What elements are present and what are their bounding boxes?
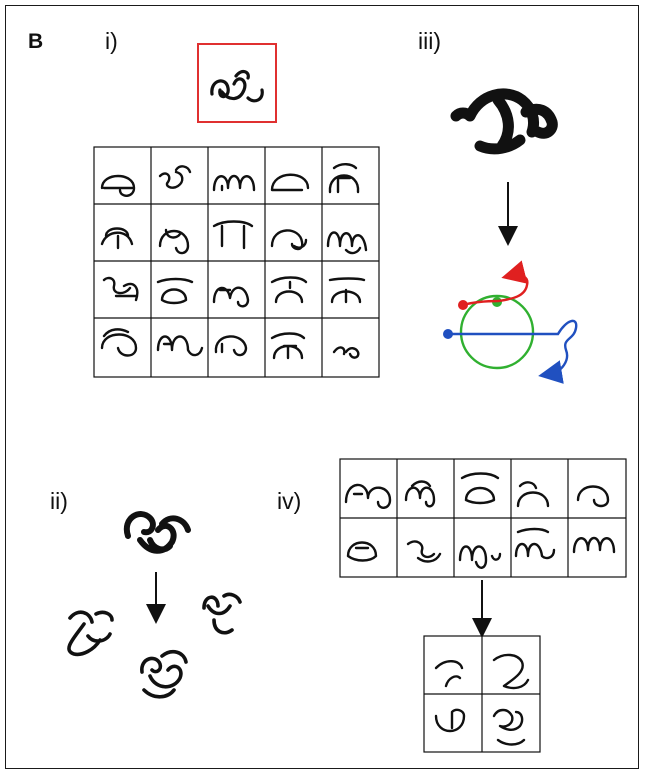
grid-iv-bottom-glyphs [434,653,530,746]
subpanel-label-i: i) [105,28,118,54]
handwritten-variants-ii [67,592,242,699]
target-character-box [197,43,277,123]
subpanel-label-ii: ii) [50,488,68,514]
printed-character-ii [123,511,191,554]
panel-label: B [28,30,44,53]
character-grid-iv-bottom [423,635,541,753]
stroke-trajectory [443,260,578,384]
subpanel-label-iii: iii) [418,28,441,54]
character-grid-i [93,146,380,378]
grid-iv-top-glyphs [344,472,616,569]
figure-frame [5,5,639,769]
grid-i-glyphs [100,163,368,360]
subpanel-label-iv: iv) [277,488,302,514]
printed-character-iii [450,88,558,155]
character-grid-iv-top [339,458,627,578]
